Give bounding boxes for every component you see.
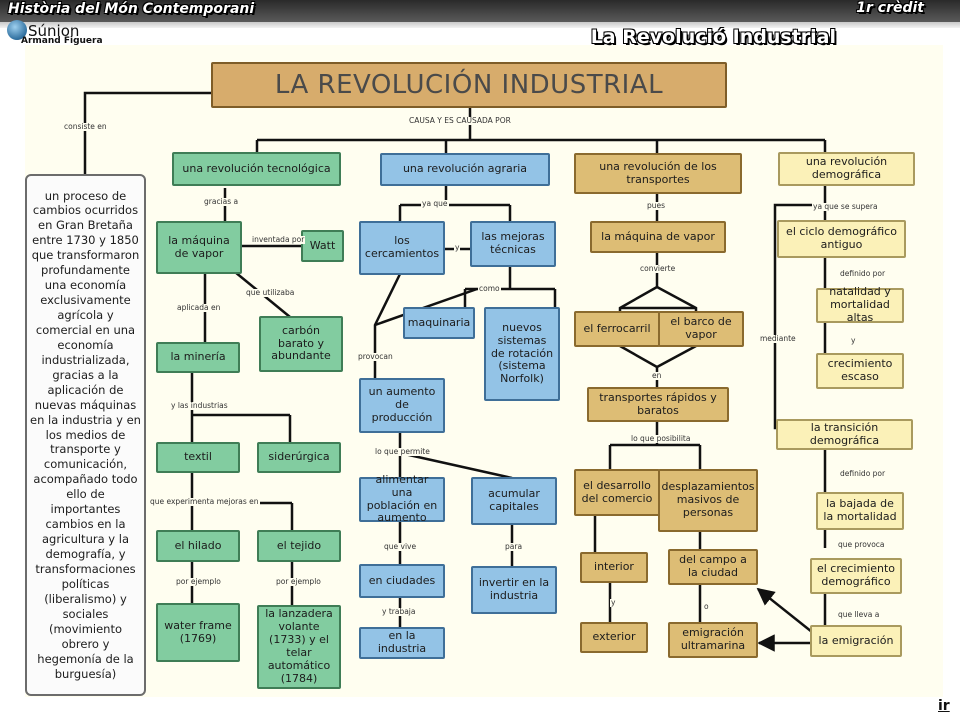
link-como: como xyxy=(478,284,501,293)
box-maquinaria: maquinaria xyxy=(403,307,475,339)
box-desarrollo-comercio: el desarrollo del comercio xyxy=(574,469,660,516)
box-mejoras-tecnicas: las mejoras técnicas xyxy=(470,221,556,267)
map-title: LA REVOLUCIÓN INDUSTRIAL xyxy=(211,62,727,108)
box-rotacion: nuevos sistemas de rotación (sistema Nor… xyxy=(484,307,560,401)
box-invertir: invertir en la industria xyxy=(471,566,557,614)
box-acumular-capitales: acumular capitales xyxy=(471,477,557,525)
link-y-3: y xyxy=(850,336,857,345)
box-revolucion-agraria: una revolución agraria xyxy=(380,153,550,186)
slide-title: La Revolució Industrial xyxy=(590,26,836,48)
box-revolucion-transportes: una revolución de los transportes xyxy=(574,153,742,194)
top-header-bar xyxy=(0,0,960,22)
credit-label: 1r crèdit xyxy=(856,0,924,16)
link-gracias-a: gracias a xyxy=(203,197,240,206)
link-para: para xyxy=(504,542,524,551)
link-pues: pues xyxy=(646,201,667,210)
right-margin xyxy=(943,45,960,697)
link-vive: que vive xyxy=(383,542,418,551)
box-water-frame: water frame (1769) xyxy=(156,603,240,662)
link-definido-2: definido por xyxy=(839,469,887,478)
box-campo-ciudad: del campo a la ciudad xyxy=(668,549,758,585)
link-y-1: y xyxy=(454,243,461,252)
line-title-definition xyxy=(83,91,212,175)
link-definido-1: definido por xyxy=(839,269,887,278)
box-bajada-mortalidad: la bajada de la mortalidad xyxy=(816,492,904,530)
sunion-globe-icon xyxy=(7,20,27,40)
box-aumento-produccion: un aumento de producción xyxy=(359,378,445,433)
link-inventada: inventada por xyxy=(251,235,306,244)
box-maquina-vapor-tech: la máquina de vapor xyxy=(156,221,242,274)
box-cercamientos: los cercamientos xyxy=(359,221,445,275)
box-revolucion-tecnologica: una revolución tecnológica xyxy=(172,152,341,186)
box-textil: textil xyxy=(156,442,240,473)
box-barco-vapor: el barco de vapor xyxy=(658,311,744,347)
box-en-ciudades: en ciudades xyxy=(359,564,445,598)
box-maquina-vapor-trans: la máquina de vapor xyxy=(590,221,726,253)
link-provoca: que provoca xyxy=(837,540,886,549)
author-name: Armand Figuera xyxy=(21,36,103,46)
link-provocan: provocan xyxy=(357,352,394,361)
link-mediante: mediante xyxy=(759,334,797,343)
box-mineria: la minería xyxy=(156,342,240,373)
box-hilado: el hilado xyxy=(156,530,240,562)
box-carbon: carbón barato y abundante xyxy=(259,316,343,372)
course-title: Història del Món Contemporani xyxy=(8,1,255,17)
bottom-margin xyxy=(0,697,960,720)
link-supera: ya que se supera xyxy=(812,202,879,211)
link-causa: CAUSA Y ES CAUSADA POR xyxy=(408,116,512,125)
concept-map-slide: LA REVOLUCIÓN INDUSTRIAL un proceso de c… xyxy=(25,45,943,697)
box-emigracion: la emigración xyxy=(810,625,902,657)
box-transicion: la transición demográfica xyxy=(776,419,913,450)
exit-link[interactable]: ir xyxy=(938,698,950,714)
arrow-to-campo xyxy=(756,587,813,633)
box-siderurgica: siderúrgica xyxy=(257,442,341,473)
definition-box: un proceso de cambios ocurridos en Gran … xyxy=(25,174,146,696)
box-interior: interior xyxy=(580,552,648,583)
box-revolucion-demografica: una revolución demográfica xyxy=(778,152,915,186)
box-en-la-industria: en la industria xyxy=(359,627,445,659)
box-lanzadera: la lanzadera volante (1733) y el telar a… xyxy=(257,605,341,689)
link-utilizaba: que utilizaba xyxy=(245,288,296,297)
link-posibilita: lo que posibilita xyxy=(630,434,692,443)
link-ya-que: ya que xyxy=(421,199,449,208)
box-crecimiento-demografico: el crecimiento demográfico xyxy=(810,558,902,594)
header-gradient-strip xyxy=(0,22,960,28)
link-convierte: convierte xyxy=(639,264,677,273)
link-en: en xyxy=(651,371,663,380)
link-lleva: que lleva a xyxy=(837,610,881,619)
box-emigracion-ultramarina: emigración ultramarina xyxy=(668,622,758,658)
box-transportes-rapidos: transportes rápidos y baratos xyxy=(587,387,729,422)
link-experimenta: que experimenta mejoras en xyxy=(149,497,260,506)
logo-name: Súnion xyxy=(28,22,80,40)
link-ejemplo-1: por ejemplo xyxy=(175,577,222,586)
link-aplicada: aplicada en xyxy=(176,303,222,312)
link-trabaja: y trabaja xyxy=(381,607,417,616)
box-tejido: el tejido xyxy=(257,530,341,562)
box-desplazamientos: desplazamientos masivos de personas xyxy=(658,469,758,532)
link-industrias: y las industrias xyxy=(170,401,229,410)
box-crecimiento-escaso: crecimiento escaso xyxy=(816,353,904,389)
box-ciclo-antiguo: el ciclo demográfico antiguo xyxy=(777,220,906,258)
box-alimentar: alimentar una población en aumento xyxy=(359,473,445,524)
link-consiste-en: consiste en xyxy=(63,122,108,131)
box-ferrocarril: el ferrocarril xyxy=(574,311,660,347)
box-exterior: exterior xyxy=(580,622,648,653)
link-permite: lo que permite xyxy=(374,447,431,456)
link-ejemplo-2: por ejemplo xyxy=(275,577,322,586)
box-natalidad: natalidad y mortalidad altas xyxy=(816,285,904,324)
box-watt: Watt xyxy=(301,230,344,262)
link-o: o xyxy=(703,602,710,611)
link-y-2: y xyxy=(610,598,617,607)
